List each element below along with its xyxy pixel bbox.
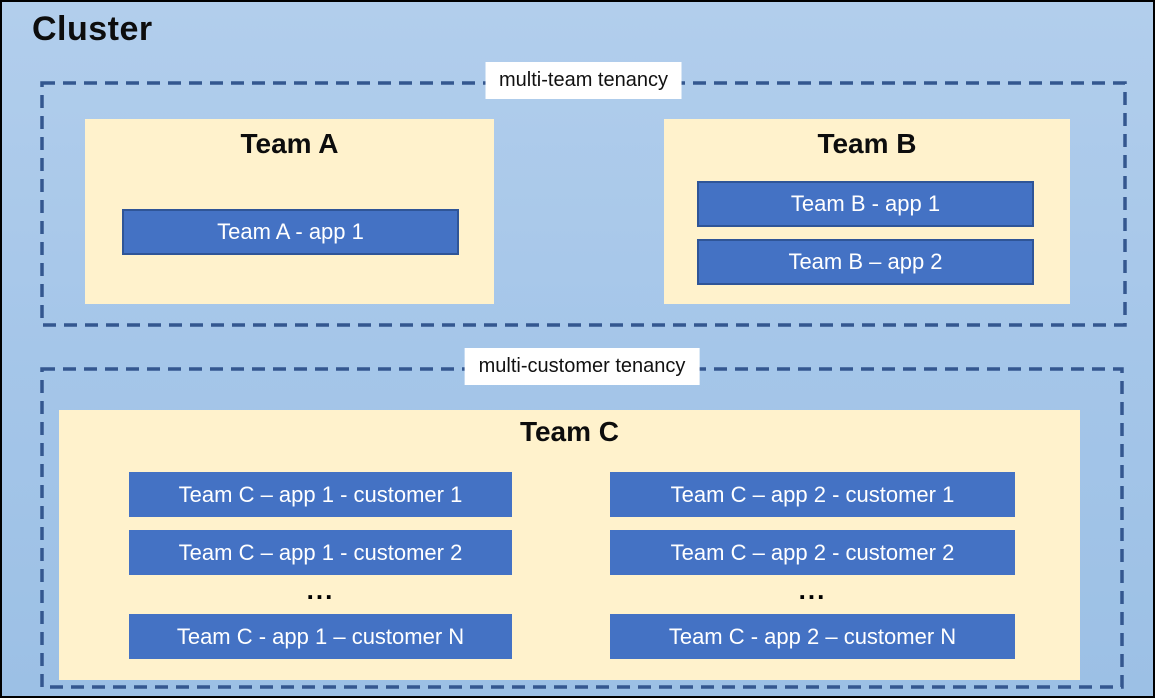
multi-customer-dashed-border — [40, 367, 1124, 689]
team-a-box: Team A Team A - app 1 — [85, 119, 494, 304]
multi-customer-tenancy-label: multi-customer tenancy — [464, 348, 700, 385]
team-c-app-2-customer-1-box: Team C – app 2 - customer 1 — [610, 472, 1015, 517]
multi-team-tenancy-group: multi-team tenancy Team A Team A - app 1… — [40, 62, 1127, 327]
multi-team-tenancy-label: multi-team tenancy — [485, 62, 682, 99]
team-b-app-1-box: Team B - app 1 — [697, 181, 1034, 227]
team-c-app-1-customer-2-box: Team C – app 1 - customer 2 — [129, 530, 512, 575]
multi-team-dashed-border — [40, 81, 1127, 327]
team-c-app-2-customer-2-box: Team C – app 2 - customer 2 — [610, 530, 1015, 575]
team-a-app-1-box: Team A - app 1 — [122, 209, 459, 255]
team-a-title: Team A — [240, 128, 339, 159]
team-c-app-1-customer-1-box: Team C – app 1 - customer 1 — [129, 472, 512, 517]
team-c-app-1-ellipsis: ... — [306, 575, 335, 605]
team-c-app-2-customer-n-box: Team C - app 2 – customer N — [610, 614, 1015, 659]
cluster-title: Cluster — [32, 10, 153, 48]
team-c-title: Team C — [519, 416, 620, 447]
team-b-box: Team B Team B - app 1 Team B – app 2 — [664, 119, 1070, 304]
team-b-title: Team B — [817, 128, 917, 159]
team-c-app-1-customer-n-box: Team C - app 1 – customer N — [129, 614, 512, 659]
team-c-box: Team C Team C – app 1 - customer 1 Team … — [59, 410, 1080, 680]
multi-customer-tenancy-group: multi-customer tenancy Team C Team C – a… — [40, 348, 1124, 689]
team-c-app-2-ellipsis: ... — [798, 575, 827, 605]
team-b-app-2-box: Team B – app 2 — [697, 239, 1034, 285]
